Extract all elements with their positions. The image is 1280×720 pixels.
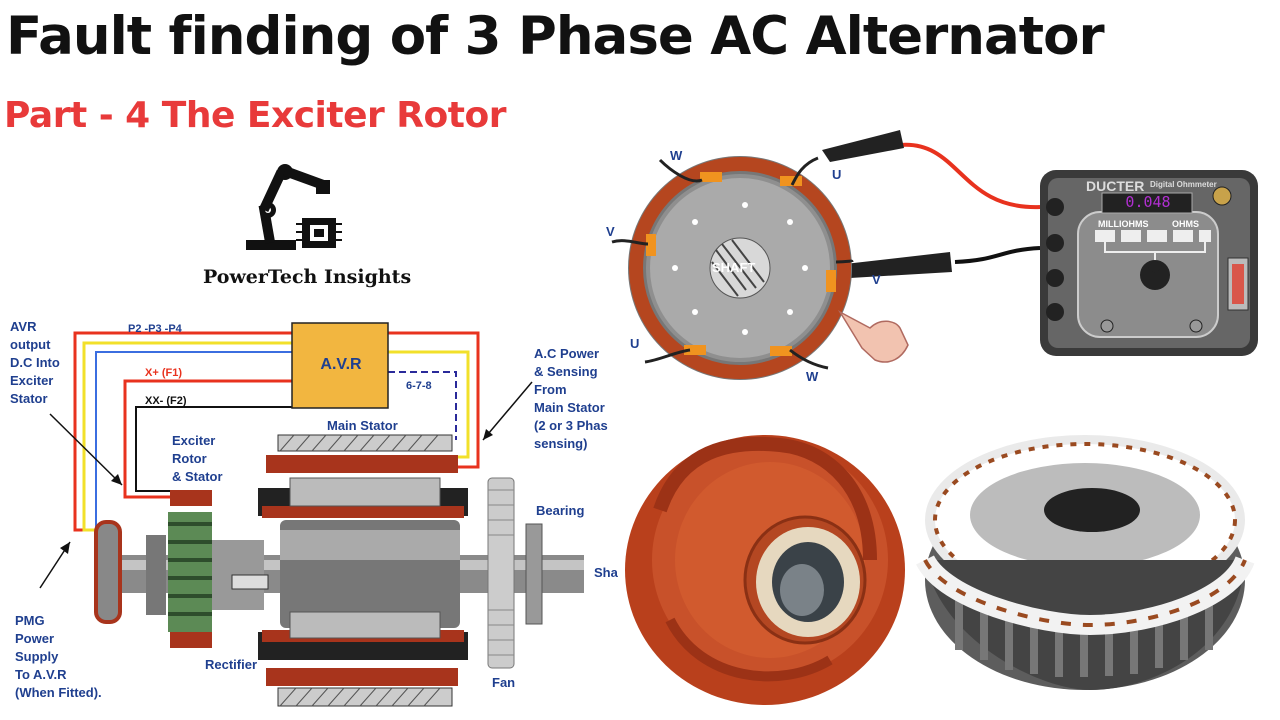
wire-label-678: 6-7-8: [406, 380, 432, 392]
terminal-u-bottom: U: [630, 336, 640, 351]
main-stator-label: Main Stator: [327, 418, 398, 433]
page-subtitle: Part - 4 The Exciter Rotor: [4, 95, 506, 136]
page-title: Fault finding of 3 Phase AC Alternator: [6, 6, 1105, 67]
wire-sensing-dashed: [388, 371, 457, 440]
stator-photo: [916, 435, 1255, 690]
wire-label-xplus: X+ (F1): [145, 367, 182, 379]
meter-range-ohms: OHMS: [1172, 219, 1199, 229]
pmg-label: PMG Power Supply To A.V.R (When Fitted).: [15, 613, 102, 700]
avr-output-label: AVR output D.C Into Exciter Stator: [10, 319, 60, 406]
rotor-shaft-label: SHAFT: [712, 260, 756, 275]
wire-label-p2p3p4: P2 -P3 -P4: [128, 323, 182, 335]
wire-label-xxminus: XX- (F2): [145, 395, 187, 407]
wire-ac-red: [388, 331, 480, 469]
exciter-rotor-photo: [625, 435, 905, 705]
terminal-v-right: V: [872, 272, 881, 287]
meter-type: Digital Ohmmeter: [1150, 180, 1217, 189]
avr-box: [291, 322, 389, 409]
ac-power-label: A.C Power & Sensing From Main Stator (2 …: [534, 346, 608, 451]
brand-name: PowerTech Insights: [203, 266, 412, 288]
wire-x-plus: [123, 379, 292, 499]
fan-label: Fan: [492, 675, 516, 690]
meter-brand: DUCTER: [1086, 178, 1145, 194]
bearing-label: Bearing: [536, 503, 585, 518]
terminal-u-top: U: [832, 167, 842, 182]
wire-ac-yellow: [388, 350, 470, 459]
wire-xx-minus: [135, 406, 292, 492]
meter-reading: 0.048: [1125, 193, 1171, 211]
terminal-w-bottom: W: [806, 369, 819, 384]
rectifier-label: Rectifier: [205, 657, 258, 672]
meter-range-milliohms: MILLIOHMS: [1098, 219, 1149, 229]
terminal-v-left: V: [606, 224, 615, 239]
shaft-label: Sha: [594, 565, 618, 580]
avr-box-label: A.V.R: [320, 356, 362, 373]
exciter-label: Exciter Rotor & Stator: [172, 433, 223, 484]
terminal-w-top: W: [670, 148, 683, 163]
